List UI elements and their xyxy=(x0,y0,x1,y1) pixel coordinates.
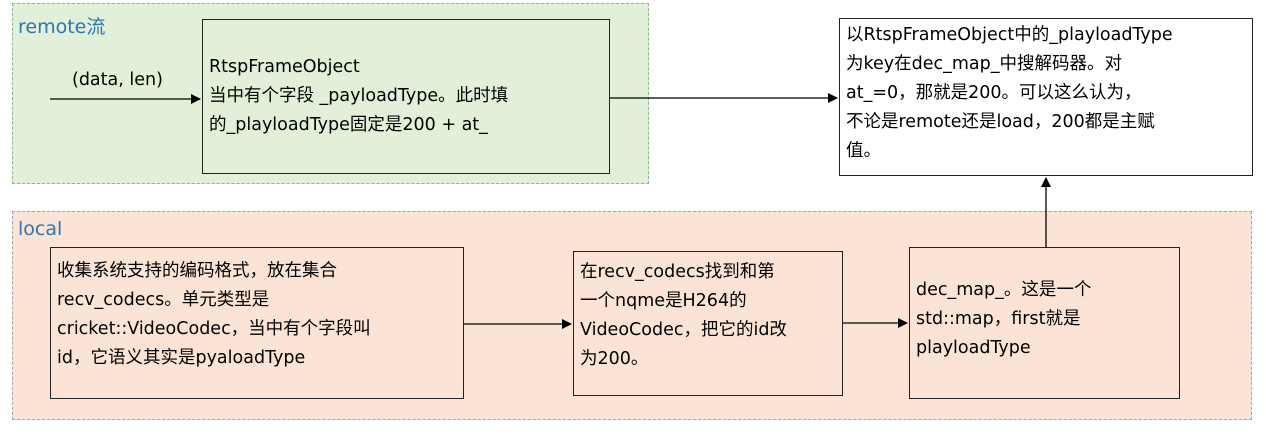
remote-group-label: remote流 xyxy=(18,16,106,38)
collect-codecs-node[interactable]: 收集系统支持的编码格式，放在集合 recv_codecs。单元类型是 crick… xyxy=(50,247,464,399)
input-edge-label: (data, len) xyxy=(72,70,163,90)
local-group-label: local xyxy=(18,218,63,240)
rtsp-frame-object-node[interactable]: RtspFrameObject 当中有个字段 _payloadType。此时填 … xyxy=(202,19,610,174)
find-h264-node[interactable]: 在recv_codecs找到和第 一个nqme是H264的 VideoCodec… xyxy=(573,251,843,396)
dec-map-node[interactable]: dec_map_。这是一个 std::map，first就是 playloadT… xyxy=(909,247,1180,399)
decoder-lookup-node[interactable]: 以RtspFrameObject中的_playloadType 为key在dec… xyxy=(839,18,1253,176)
